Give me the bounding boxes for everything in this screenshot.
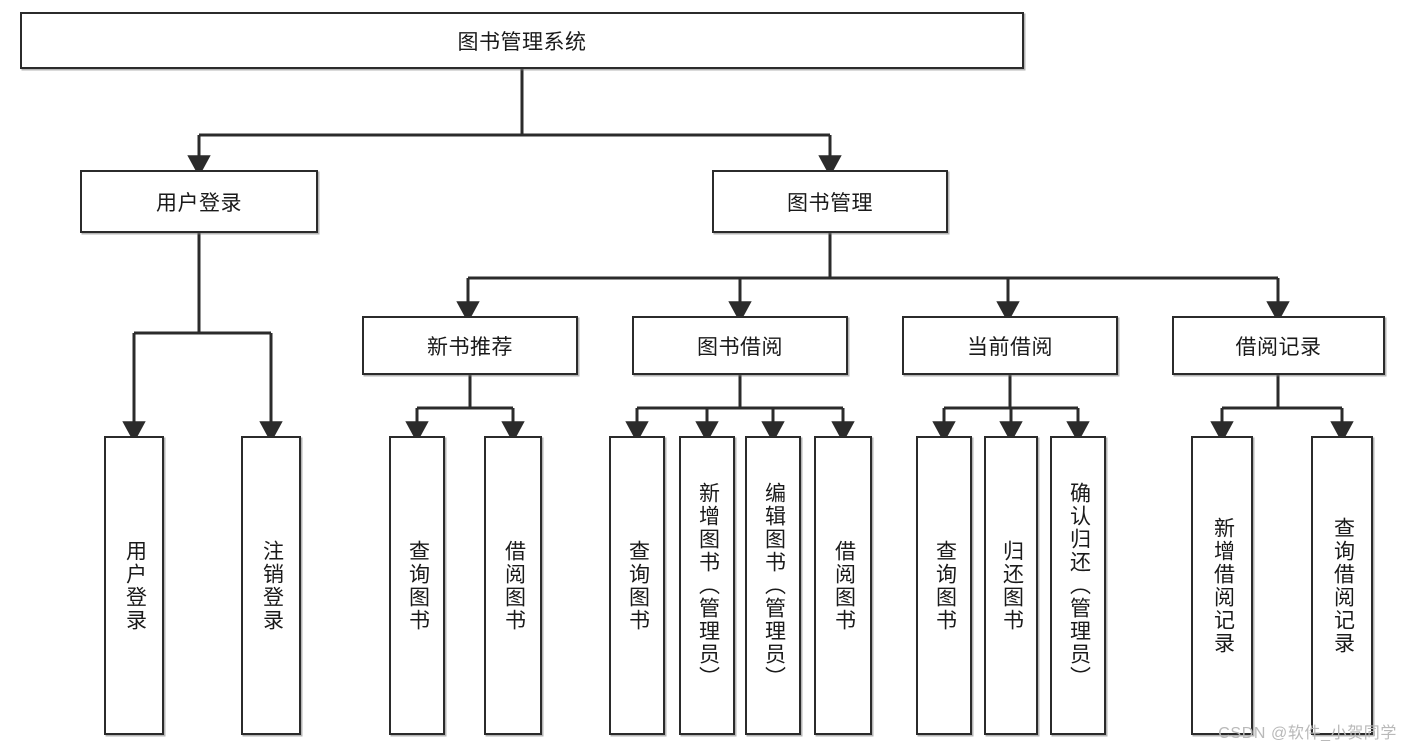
node-root[interactable]: 图书管理系统 <box>20 12 1024 69</box>
node-user-login[interactable]: 用户登录 <box>80 170 318 233</box>
leaf-confirm-return[interactable]: 确认归还（管理员） <box>1050 436 1106 735</box>
leaf-borrow-book-rec-label: 借阅图书 <box>502 539 526 632</box>
leaf-logout[interactable]: 注销登录 <box>241 436 301 735</box>
node-user-login-label: 用户登录 <box>156 191 242 215</box>
leaf-query-book-cur-label: 查询图书 <box>933 539 957 632</box>
leaf-query-book-borrow[interactable]: 查询图书 <box>609 436 665 735</box>
node-new-book-recommend[interactable]: 新书推荐 <box>362 316 578 375</box>
node-borrow-record[interactable]: 借阅记录 <box>1172 316 1385 375</box>
leaf-query-book-borrow-label: 查询图书 <box>626 539 650 632</box>
leaf-borrow-book-rec[interactable]: 借阅图书 <box>484 436 542 735</box>
node-new-book-recommend-label: 新书推荐 <box>427 335 513 359</box>
leaf-query-record[interactable]: 查询借阅记录 <box>1311 436 1373 735</box>
leaf-confirm-return-label: 确认归还（管理员） <box>1067 482 1091 689</box>
leaf-return-book-label: 归还图书 <box>1000 539 1024 632</box>
leaf-user-login[interactable]: 用户登录 <box>104 436 164 735</box>
leaf-add-book[interactable]: 新增图书（管理员） <box>679 436 735 735</box>
node-book-borrow-label: 图书借阅 <box>697 335 783 359</box>
leaf-user-login-label: 用户登录 <box>123 539 147 632</box>
leaf-add-book-label: 新增图书（管理员） <box>696 482 720 689</box>
leaf-query-book-rec[interactable]: 查询图书 <box>389 436 445 735</box>
leaf-return-book[interactable]: 归还图书 <box>984 436 1038 735</box>
leaf-query-book-rec-label: 查询图书 <box>406 539 430 632</box>
leaf-borrow-book[interactable]: 借阅图书 <box>814 436 872 735</box>
node-book-manage[interactable]: 图书管理 <box>712 170 948 233</box>
leaf-logout-label: 注销登录 <box>260 539 284 632</box>
leaf-edit-book[interactable]: 编辑图书（管理员） <box>745 436 801 735</box>
leaf-edit-book-label: 编辑图书（管理员） <box>762 482 786 689</box>
node-borrow-record-label: 借阅记录 <box>1235 335 1322 359</box>
leaf-query-record-label: 查询借阅记录 <box>1331 516 1355 655</box>
leaf-add-record-label: 新增借阅记录 <box>1211 516 1235 655</box>
leaf-query-book-cur[interactable]: 查询图书 <box>916 436 972 735</box>
node-root-label: 图书管理系统 <box>457 30 587 54</box>
node-current-borrow-label: 当前借阅 <box>967 335 1053 359</box>
leaf-add-record[interactable]: 新增借阅记录 <box>1191 436 1253 735</box>
node-book-borrow[interactable]: 图书借阅 <box>632 316 848 375</box>
leaf-borrow-book-label: 借阅图书 <box>832 539 856 632</box>
node-current-borrow[interactable]: 当前借阅 <box>902 316 1118 375</box>
node-book-manage-label: 图书管理 <box>787 191 873 215</box>
